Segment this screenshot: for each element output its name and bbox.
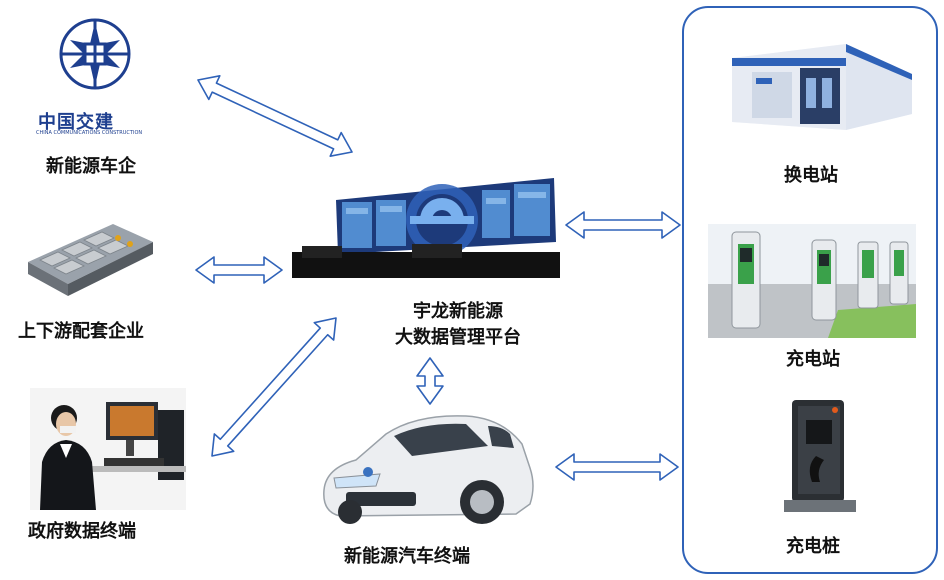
arrow-automaker-platform [197,75,353,157]
label-ev-terminal: 新能源汽车终端 [344,546,470,567]
charging-pile-image [776,396,864,518]
government-terminal-image [30,388,186,510]
center-title-line1: 宇龙新能源 [413,301,503,322]
label-swap-station: 换电站 [784,165,838,186]
swap-station-image [726,38,916,134]
charging-station-image [708,224,916,338]
logo-name-cn: 中国交建 [38,112,114,133]
label-automaker: 新能源车企 [46,156,136,177]
big-data-platform-image [292,172,560,278]
center-title-line2: 大数据管理平台 [395,327,521,348]
label-government: 政府数据终端 [28,521,136,542]
arrow-government-platform [211,317,337,457]
label-charging-pile: 充电桩 [786,536,840,557]
arrow-ev-stations [555,453,679,481]
arrow-platform-ev [416,357,444,405]
cccc-logo [40,14,150,144]
ev-car-image [316,404,538,534]
arrow-platform-stations [565,211,681,239]
logo-name-en: CHINA COMMUNICATIONS CONSTRUCTION [36,130,143,136]
label-charging-station: 充电站 [786,349,840,370]
arrow-supply-platform [195,256,283,284]
label-supply-chain: 上下游配套企业 [18,321,144,342]
battery-pack-image [18,212,158,302]
